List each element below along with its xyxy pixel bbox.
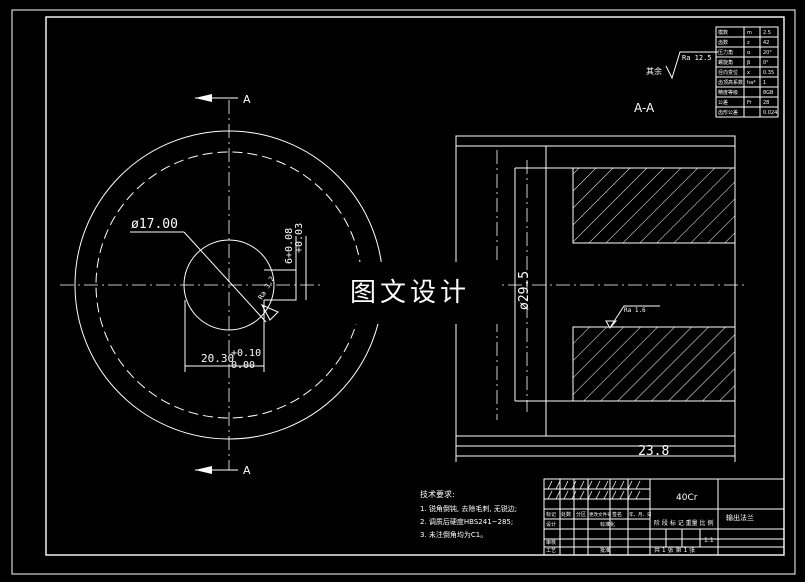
param-cell: 公差 [718, 99, 728, 106]
roughness-section-label: Ra 1.6 [624, 307, 646, 314]
section-arrow-bottom [195, 466, 212, 474]
param-cell: 28 [763, 100, 769, 106]
title-part-name: 输出法兰 [726, 513, 754, 522]
sheet-inner-border [45, 16, 785, 556]
roughness-general-label: Ra 12.5 [682, 54, 712, 62]
param-cell: 0.024 [763, 110, 777, 116]
dim-bore-tol-upper: +0.10 [231, 348, 261, 359]
param-cell: 径向变位 [718, 69, 738, 76]
title-sheet-count: 共 1 张 第 1 张 [654, 546, 695, 554]
dim-keyway-lower: +0.03 [294, 223, 305, 253]
section-label-bottom: A [243, 464, 251, 477]
tb-role-review: 审核 [546, 539, 556, 546]
tb-label-mark: 标记 [546, 511, 556, 518]
tb-label-zone: 分区 [576, 511, 586, 518]
roughness-general-prefix: 其余 [646, 66, 662, 76]
section-label-top: A [243, 93, 251, 106]
title-block [543, 478, 785, 556]
param-cell: 精度等级 [718, 89, 738, 96]
tb-approve: 批准 [600, 547, 610, 554]
param-cell: 8GB [763, 90, 774, 96]
dim-length: 23.8 [638, 444, 669, 459]
notes-item-3: 3. 未注倒角均为C1。 [420, 530, 487, 539]
dim-bore-width: 20.30 [201, 352, 234, 365]
notes-title: 技术要求: [420, 489, 455, 499]
notes-item-2: 2. 调质后硬度HBS241~285; [420, 517, 513, 526]
param-cell: 压力角 [718, 49, 733, 56]
tb-label-date: 年、月、日 [629, 511, 652, 518]
param-cell: 20° [763, 50, 772, 56]
technical-notes: 技术要求: 1. 锐角倒钝, 去除毛刺, 无锐边; 2. 调质后硬度HBS241… [420, 489, 517, 539]
param-cell: ha* [747, 80, 756, 86]
section-arrow-top [195, 94, 212, 102]
title-material: 40Cr [676, 493, 698, 503]
param-cell: Fr [747, 100, 753, 106]
param-cell: α [747, 50, 751, 56]
param-cell: 齿顶高系数 [718, 79, 743, 86]
section-view-title: A-A [634, 101, 655, 115]
param-cell: 模数 [718, 29, 728, 36]
dim-bore-diameter: ø17.00 [131, 217, 178, 232]
param-cell: z [747, 40, 750, 46]
tb-label-sign: 签名 [612, 511, 622, 518]
sheet-outer-border [11, 9, 796, 575]
param-cell: 1 [763, 80, 766, 86]
dim-outer-diameter: ø29.5 [517, 271, 532, 310]
param-cell: 2.5 [763, 30, 771, 36]
dia-leader-diag [183, 231, 267, 323]
gear-parameter-table: 模数 m 2.5 齿数 z 42 压力角 α 20° 螺旋角 β 0° 径向变位 x 0.35 齿顶高系数 ha… [715, 26, 779, 118]
hatch-upper [572, 167, 736, 244]
param-cell: 42 [763, 40, 769, 46]
tb-role-process: 工艺 [546, 548, 556, 554]
roughness-symbol-keyway [260, 303, 279, 321]
title-labels-row: 阶 段 标 记 重量 比 例 [654, 519, 713, 527]
tb-label-change: 更改文件号 [589, 511, 612, 518]
watermark-label: 图文设计 [320, 262, 500, 324]
param-cell: 齿形公差 [718, 109, 738, 116]
hatch-lower [572, 326, 736, 402]
param-cell: 0° [763, 60, 769, 66]
param-cell: β [747, 60, 750, 66]
section-view [455, 51, 745, 462]
notes-item-1: 1. 锐角倒钝, 去除毛刺, 无锐边; [420, 504, 517, 513]
param-cell: 0.35 [763, 70, 774, 76]
title-ratio: 1:1 [704, 537, 714, 544]
tb-role-design: 设计 [546, 521, 556, 528]
tb-label-count: 处数 [561, 511, 571, 518]
roughness-general-symbol [665, 51, 718, 80]
dim-bore-tol-lower: 0.00 [231, 360, 255, 371]
param-cell: 螺旋角 [718, 59, 733, 66]
tb-std: 标准化 [600, 521, 615, 528]
title-block-frame [543, 478, 785, 556]
param-cell: m [747, 30, 752, 36]
param-cell: x [747, 70, 750, 76]
param-cell: 齿数 [718, 39, 728, 46]
dim-keyway-upper: 6+0.08 [284, 228, 295, 264]
